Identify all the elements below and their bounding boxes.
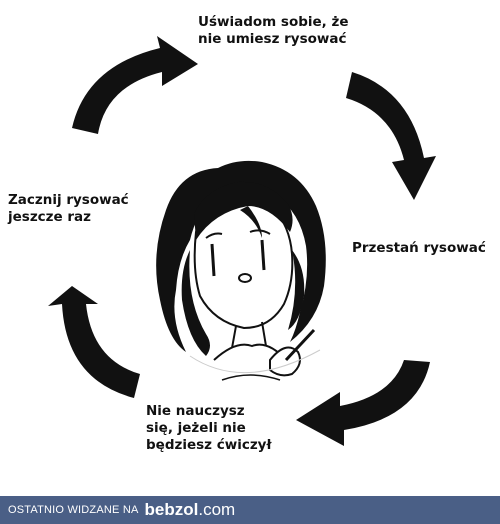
step-right-label: Przestań rysować bbox=[352, 240, 486, 256]
site-logo-main: bebzol bbox=[144, 500, 199, 519]
site-footer: OSTATNIO WIDZANE NA bebzol.com bbox=[0, 496, 500, 524]
arrow-bottom-right-icon bbox=[296, 360, 430, 446]
girl-illustration bbox=[156, 160, 326, 381]
arrow-bottom-left-icon bbox=[48, 286, 140, 398]
step-left-label: Zacznij rysować jeszcze raz bbox=[8, 192, 129, 225]
site-logo[interactable]: bebzol.com bbox=[145, 500, 236, 520]
comic-panel: Uświadom sobie, że nie umiesz rysować Pr… bbox=[8, 14, 486, 453]
footer-caption: OSTATNIO WIDZANE NA bbox=[8, 504, 139, 516]
arrow-top-right-icon bbox=[346, 72, 436, 200]
arrow-top-left-icon bbox=[72, 36, 198, 134]
site-logo-tld: .com bbox=[198, 500, 236, 519]
step-bottom-label: Nie nauczysz się, jeżeli nie będziesz ćw… bbox=[146, 403, 272, 453]
cycle-illustration bbox=[48, 36, 436, 446]
step-top-label: Uświadom sobie, że nie umiesz rysować bbox=[198, 14, 349, 47]
